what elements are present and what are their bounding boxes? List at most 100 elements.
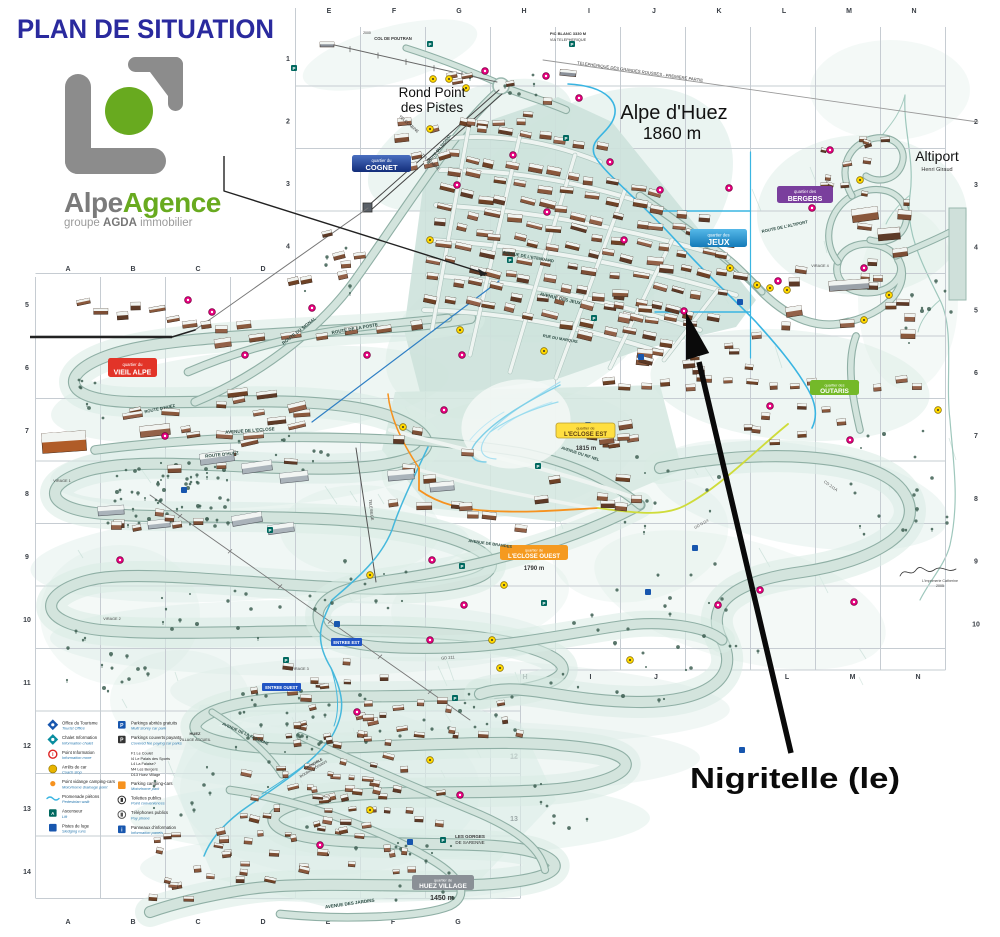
svg-text:VIRAGE 4: VIRAGE 4 bbox=[811, 264, 829, 268]
svg-text:I: I bbox=[590, 674, 592, 681]
svg-text:P: P bbox=[460, 564, 463, 569]
svg-text:13: 13 bbox=[23, 806, 31, 813]
svg-text:TELESIEGE: TELESIEGE bbox=[368, 499, 374, 521]
svg-text:M: M bbox=[850, 674, 856, 681]
svg-text:P: P bbox=[292, 66, 295, 71]
svg-text:2005: 2005 bbox=[936, 584, 944, 588]
svg-text:AVENUE DE L'ECLOSE: AVENUE DE L'ECLOSE bbox=[225, 426, 275, 434]
svg-text:P: P bbox=[120, 723, 124, 729]
svg-text:14: 14 bbox=[23, 869, 31, 876]
svg-text:B: B bbox=[130, 919, 135, 926]
svg-text:3: 3 bbox=[286, 181, 290, 188]
svg-text:P: P bbox=[453, 696, 456, 701]
svg-text:3: 3 bbox=[974, 182, 978, 189]
svg-text:J: J bbox=[654, 674, 658, 681]
svg-text:9: 9 bbox=[25, 554, 29, 561]
svg-text:DE SARENNE: DE SARENNE bbox=[455, 840, 484, 845]
svg-text:Toilettes publics: Toilettes publics bbox=[131, 796, 161, 801]
svg-text:F: F bbox=[392, 8, 397, 15]
svg-text:Pedestrian walk: Pedestrian walk bbox=[62, 799, 91, 804]
svg-text:2: 2 bbox=[286, 119, 290, 126]
svg-text:AlpeAgence: AlpeAgence bbox=[64, 187, 221, 218]
svg-text:6: 6 bbox=[25, 365, 29, 372]
svg-text:COGNET: COGNET bbox=[365, 163, 398, 172]
svg-text:L: L bbox=[785, 674, 790, 681]
svg-text:des Pistes: des Pistes bbox=[401, 100, 464, 115]
svg-text:quartier des: quartier des bbox=[707, 233, 729, 238]
svg-text:P: P bbox=[542, 601, 545, 606]
svg-text:Parkings couverts payants: Parkings couverts payants bbox=[131, 735, 181, 740]
svg-text:Motorhome park: Motorhome park bbox=[131, 786, 160, 791]
svg-text:P: P bbox=[120, 738, 124, 744]
svg-text:G: G bbox=[455, 919, 461, 926]
svg-text:ROUTE D'HUEZ: ROUTE D'HUEZ bbox=[144, 403, 176, 414]
svg-text:C: C bbox=[195, 266, 200, 273]
svg-text:Promenade piétons: Promenade piétons bbox=[62, 794, 99, 799]
svg-text:COL DE POUTRAN: COL DE POUTRAN bbox=[374, 36, 412, 41]
svg-text:1450 m: 1450 m bbox=[430, 895, 454, 902]
svg-text:10: 10 bbox=[972, 621, 980, 628]
svg-text:Arrêts de car: Arrêts de car bbox=[62, 765, 87, 770]
svg-text:Point conveniences: Point conveniences bbox=[131, 801, 165, 806]
svg-text:VILLAGE ACCUEIL: VILLAGE ACCUEIL bbox=[179, 738, 210, 742]
svg-text:VIEIL ALPE: VIEIL ALPE bbox=[114, 370, 152, 377]
svg-text:2000: 2000 bbox=[363, 31, 371, 35]
svg-text:Nigritelle (le): Nigritelle (le) bbox=[690, 763, 900, 795]
svg-text:Panneaux d'information: Panneaux d'information bbox=[131, 825, 177, 830]
svg-text:Altiport: Altiport bbox=[915, 148, 959, 164]
svg-text:F1 Le Coulet: F1 Le Coulet bbox=[131, 751, 154, 755]
svg-text:5: 5 bbox=[974, 307, 978, 314]
svg-text:HUEZ VILLAGE: HUEZ VILLAGE bbox=[419, 883, 467, 890]
svg-text:P: P bbox=[428, 42, 431, 47]
svg-text:Covered fee paying car parks: Covered fee paying car parks bbox=[131, 740, 182, 745]
svg-text:PIC BLANC 3330 M: PIC BLANC 3330 M bbox=[550, 31, 587, 36]
svg-text:6: 6 bbox=[974, 370, 978, 377]
svg-text:JEUX: JEUX bbox=[707, 237, 730, 247]
svg-text:Point Information: Point Information bbox=[62, 750, 95, 755]
svg-text:AVENUE DES JARDINS: AVENUE DES JARDINS bbox=[325, 898, 375, 910]
svg-text:N: N bbox=[915, 674, 920, 681]
svg-text:Information more: Information more bbox=[62, 755, 92, 760]
svg-text:L: L bbox=[782, 8, 787, 15]
svg-text:8: 8 bbox=[974, 496, 978, 503]
svg-text:ENTREE OUEST: ENTREE OUEST bbox=[265, 685, 298, 690]
svg-text:1860 m: 1860 m bbox=[643, 123, 701, 143]
svg-text:Henri Giraud: Henri Giraud bbox=[921, 167, 952, 173]
svg-text:Chalet Information: Chalet Information bbox=[62, 735, 98, 740]
svg-text:4: 4 bbox=[974, 245, 978, 252]
svg-text:Téléphones publics: Téléphones publics bbox=[131, 810, 168, 815]
svg-text:B: B bbox=[130, 266, 135, 273]
svg-text:i: i bbox=[52, 752, 54, 758]
svg-text:L'ECLOSE OUEST: L'ECLOSE OUEST bbox=[508, 554, 560, 560]
svg-text:I4 Le Palais des Sports: I4 Le Palais des Sports bbox=[131, 757, 170, 761]
svg-text:quartier de: quartier de bbox=[434, 878, 452, 882]
svg-text:G: G bbox=[456, 8, 462, 15]
svg-text:10: 10 bbox=[23, 617, 31, 624]
svg-text:Tourist Office: Tourist Office bbox=[62, 726, 86, 731]
svg-text:H: H bbox=[521, 8, 526, 15]
svg-text:ROUTE D'HUEZ: ROUTE D'HUEZ bbox=[205, 450, 239, 459]
svg-text:Lift: Lift bbox=[62, 814, 68, 819]
svg-text:A: A bbox=[51, 811, 55, 816]
svg-text:P: P bbox=[268, 528, 271, 533]
svg-text:Parkings abrités gratuits: Parkings abrités gratuits bbox=[131, 720, 177, 725]
svg-text:E: E bbox=[327, 8, 332, 15]
svg-text:P: P bbox=[508, 258, 511, 263]
svg-text:P: P bbox=[536, 464, 539, 469]
svg-text:Sledging runs: Sledging runs bbox=[62, 829, 86, 834]
svg-text:5: 5 bbox=[25, 302, 29, 309]
svg-text:D13 Huez Village: D13 Huez Village bbox=[131, 773, 160, 777]
svg-text:quartier du: quartier du bbox=[371, 158, 392, 163]
svg-text:A: A bbox=[65, 919, 70, 926]
svg-text:D: D bbox=[260, 266, 265, 273]
svg-text:Information panels: Information panels bbox=[131, 830, 163, 835]
svg-text:P: P bbox=[564, 136, 567, 141]
svg-text:M4 Les Bergers: M4 Les Bergers bbox=[131, 768, 158, 772]
svg-text:P: P bbox=[592, 316, 595, 321]
svg-text:4: 4 bbox=[286, 244, 290, 251]
svg-text:groupe AGDA immobilier: groupe AGDA immobilier bbox=[64, 217, 193, 229]
svg-text:K: K bbox=[716, 8, 721, 15]
svg-text:Motorhome drainage point: Motorhome drainage point bbox=[62, 784, 108, 789]
svg-text:VIRAGE 3: VIRAGE 3 bbox=[291, 667, 309, 671]
svg-text:1815 m: 1815 m bbox=[576, 446, 596, 452]
